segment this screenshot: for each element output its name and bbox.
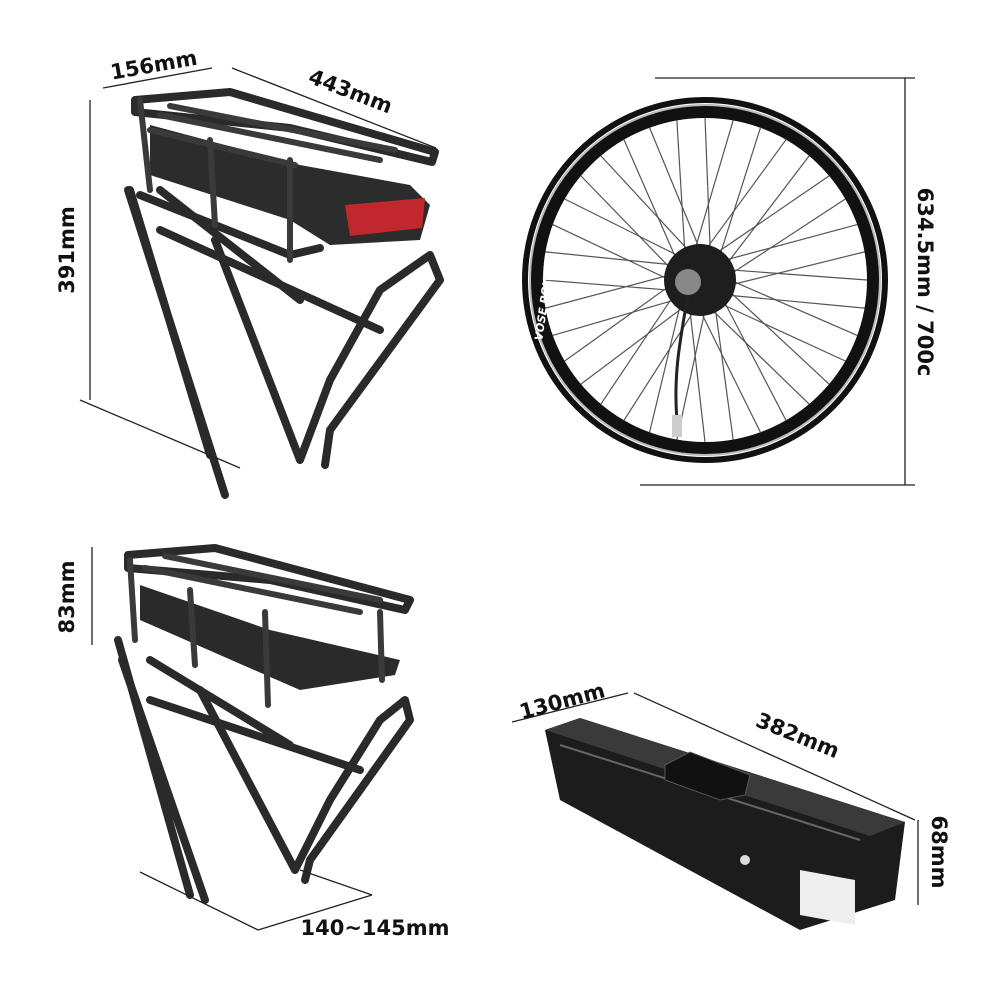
spoke	[729, 251, 865, 286]
spoke	[676, 120, 686, 255]
spoke	[719, 302, 846, 362]
battery-logo	[664, 751, 751, 801]
spoke	[580, 305, 686, 385]
battery-image	[545, 718, 905, 930]
battery-tray	[140, 585, 400, 690]
battery-height-dimension: 68mm	[917, 816, 951, 905]
spoke	[699, 309, 761, 433]
wheel-diameter-dimension: 634.5mm / 700c	[640, 77, 937, 486]
spoke	[649, 127, 701, 251]
spoke	[722, 224, 858, 262]
spoke	[729, 198, 846, 276]
spoke	[600, 294, 675, 405]
rack-depth-dimension: 83mm	[55, 547, 93, 645]
tail-light	[345, 198, 425, 236]
rack-mount-width-label: 140~145mm	[300, 916, 449, 940]
rack-length-label: 443mm	[305, 65, 395, 119]
spoke	[564, 198, 682, 258]
spoke	[729, 279, 858, 336]
spoke	[542, 279, 672, 291]
spoke	[714, 175, 830, 255]
spoke	[649, 302, 682, 433]
spoke	[725, 155, 810, 266]
wheel-diameter-label: 634.5mm / 700c	[913, 188, 937, 377]
spoke	[722, 298, 787, 421]
battery-length-label: 382mm	[753, 708, 843, 763]
rack-depth-label: 83mm	[55, 561, 79, 634]
spoke	[704, 117, 711, 252]
rack-with-battery-image	[124, 88, 444, 499]
rack-mount-width-dimension: 140~145mm	[139, 869, 450, 940]
spoke	[689, 308, 706, 443]
spoke	[718, 127, 761, 258]
battery-height-label: 68mm	[927, 816, 951, 889]
spoke	[727, 289, 830, 385]
spoke	[552, 224, 671, 281]
spoke	[600, 155, 691, 253]
spoke	[580, 175, 673, 271]
spoke	[728, 269, 868, 281]
spoke	[714, 305, 734, 440]
power-button	[740, 855, 750, 865]
rack-height-dimension: 391mm	[55, 100, 241, 469]
spoke	[545, 251, 675, 266]
spoke	[564, 284, 671, 362]
spoke	[552, 298, 678, 336]
wheel-spokes	[542, 117, 868, 443]
spoke	[709, 307, 810, 405]
rack-image	[114, 544, 414, 904]
spoke	[545, 274, 671, 309]
spoke	[694, 120, 734, 251]
spoke	[704, 139, 787, 251]
spoke	[725, 294, 865, 309]
spoke	[623, 139, 678, 261]
wheel-image: VOSE POWER	[522, 97, 888, 463]
battery-width-label: 130mm	[517, 678, 608, 724]
rack-width-dimension: 156mm	[102, 46, 213, 89]
battery-width-dimension: 130mm	[511, 678, 629, 724]
rack-height-label: 391mm	[55, 206, 79, 294]
